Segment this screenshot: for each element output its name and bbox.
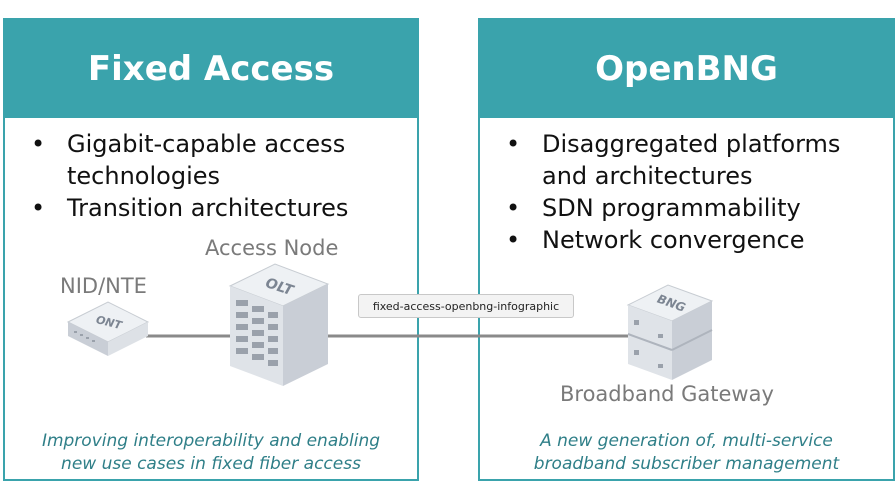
access-node-label: Access Node [205,236,339,260]
caption-line: A new generation of, multi-service [540,431,833,451]
openbng-bullets: Disaggregated platforms and architecture… [506,128,885,256]
image-tooltip: fixed-access-openbng-infographic [358,294,574,318]
bullet-item: Network convergence [506,224,885,256]
ont-device-icon: ONT [66,301,150,356]
fixed-access-bullets: Gigabit-capable access technologies Tran… [31,128,409,224]
olt-device-icon: OLT [228,263,330,386]
broadband-gateway-label: Broadband Gateway [560,382,774,406]
bullet-item: Gigabit-capable access technologies [31,128,409,192]
openbng-panel: OpenBNG Disaggregated platforms and arch… [478,18,895,481]
bullet-item: SDN programmability [506,192,885,224]
openbng-title: OpenBNG [480,20,893,118]
bng-device-icon: BNG [626,284,714,380]
fixed-access-caption: Improving interoperability and enabling … [5,430,417,476]
ont-text: ONT [95,313,125,332]
caption-line: broadband subscriber management [533,454,840,474]
nid-nte-label: NID/NTE [60,274,147,298]
fixed-access-title: Fixed Access [5,20,417,118]
fixed-access-panel: Fixed Access Gigabit-capable access tech… [3,18,419,481]
bullet-item: Disaggregated platforms and architecture… [506,128,885,192]
openbng-caption: A new generation of, multi-service broad… [480,430,893,476]
caption-line: new use cases in fixed fiber access [61,454,361,474]
caption-line: Improving interoperability and enabling [41,431,381,451]
bullet-item: Transition architectures [31,192,409,224]
